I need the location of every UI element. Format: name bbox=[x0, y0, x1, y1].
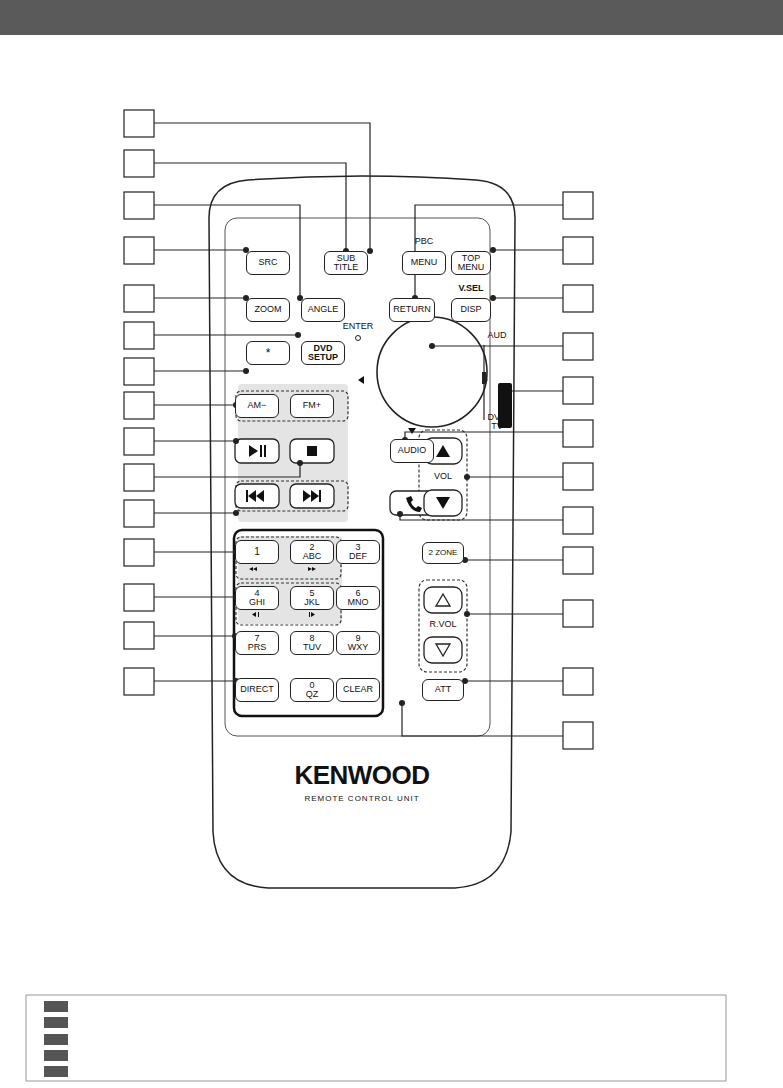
dashed-groups bbox=[236, 391, 467, 672]
button-label: DISP bbox=[460, 305, 481, 314]
button-label: 4 GHI bbox=[249, 589, 265, 608]
remote-button: ANGLE bbox=[301, 298, 345, 322]
remote-button: AUDIO bbox=[390, 439, 434, 463]
button-label: DIRECT bbox=[240, 685, 274, 694]
keypad-frame bbox=[234, 530, 383, 716]
button-label: 5 JKL bbox=[304, 589, 320, 608]
remote-button: 2 ABC bbox=[290, 540, 334, 564]
remote-button: MENU bbox=[402, 251, 446, 275]
printed-label: R.VOL bbox=[429, 620, 456, 629]
button-label: 3 DEF bbox=[349, 543, 367, 562]
remote-button: * bbox=[246, 341, 290, 365]
button-label: 9 WXY bbox=[348, 634, 369, 653]
enter-joystick bbox=[377, 317, 487, 427]
button-label: 0 QZ bbox=[306, 681, 319, 700]
remote-button: 9 WXY bbox=[336, 631, 380, 655]
button-label: * bbox=[266, 347, 271, 360]
remote-button: AM− bbox=[235, 394, 279, 418]
remote-body bbox=[209, 176, 515, 888]
printed-label: PBC bbox=[415, 237, 434, 246]
leader-lines bbox=[154, 123, 563, 736]
button-label: SRC bbox=[258, 258, 277, 267]
callout-boxes bbox=[124, 110, 593, 749]
button-label: MENU bbox=[411, 258, 438, 267]
remote-button: 5 JKL bbox=[290, 586, 334, 610]
button-label: DVD SETUP bbox=[308, 344, 338, 363]
button-label: ANGLE bbox=[308, 305, 339, 314]
button-label: TOP MENU bbox=[458, 254, 485, 273]
printed-label: ENTER bbox=[343, 322, 374, 331]
button-label: FM+ bbox=[303, 401, 321, 410]
button-label: 1 bbox=[254, 547, 260, 558]
remote-button: 7 PRS bbox=[235, 631, 279, 655]
remote-button: SRC bbox=[246, 251, 290, 275]
brand-text: REMOTE CONTROL UNIT bbox=[304, 795, 419, 803]
button-label: ATT bbox=[435, 685, 451, 694]
button-label: ZOOM bbox=[255, 305, 282, 314]
remote-button: 4 GHI bbox=[235, 586, 279, 610]
remote-button: 2 ZONE bbox=[422, 542, 464, 564]
remote-button: ATT bbox=[422, 679, 464, 701]
remote-button: DVD SETUP bbox=[301, 341, 345, 365]
remote-button: 6 MNO bbox=[336, 586, 380, 610]
button-label: RETURN bbox=[393, 305, 431, 314]
remote-button: DISP bbox=[451, 298, 491, 322]
remote-button: RETURN bbox=[389, 298, 435, 322]
enter-mark bbox=[356, 336, 361, 341]
button-label: AM− bbox=[248, 401, 267, 410]
button-label: SUB TITLE bbox=[334, 254, 359, 273]
brand-text: KENWOOD bbox=[294, 762, 429, 789]
remote-button: TOP MENU bbox=[451, 251, 491, 275]
leader-dots bbox=[232, 247, 496, 706]
button-label: 2 ABC bbox=[303, 543, 322, 562]
printed-label: V.SEL bbox=[458, 284, 483, 293]
remote-button: 0 QZ bbox=[290, 678, 334, 702]
button-label: 2 ZONE bbox=[429, 549, 458, 557]
button-label: 6 MNO bbox=[348, 589, 369, 608]
button-label: CLEAR bbox=[343, 685, 373, 694]
selector-knob bbox=[482, 372, 486, 384]
remote-button: SUB TITLE bbox=[324, 251, 368, 275]
note-swatches bbox=[44, 1001, 68, 1077]
printed-label: AUD bbox=[487, 331, 506, 340]
note-box bbox=[26, 995, 726, 1081]
remote-button: 8 TUV bbox=[290, 631, 334, 655]
printed-label: DVD TV bbox=[487, 413, 506, 432]
header-bar bbox=[0, 0, 783, 35]
remote-button: ZOOM bbox=[246, 298, 290, 322]
button-label: 7 PRS bbox=[248, 634, 267, 653]
remote-button: FM+ bbox=[290, 394, 334, 418]
remote-button: 1 bbox=[235, 540, 279, 564]
button-label: 8 TUV bbox=[303, 634, 321, 653]
remote-button: DIRECT bbox=[235, 678, 279, 702]
printed-label: VOL bbox=[434, 472, 452, 481]
button-label: AUDIO bbox=[398, 446, 427, 455]
remote-button: CLEAR bbox=[336, 678, 380, 702]
remote-button: 3 DEF bbox=[336, 540, 380, 564]
